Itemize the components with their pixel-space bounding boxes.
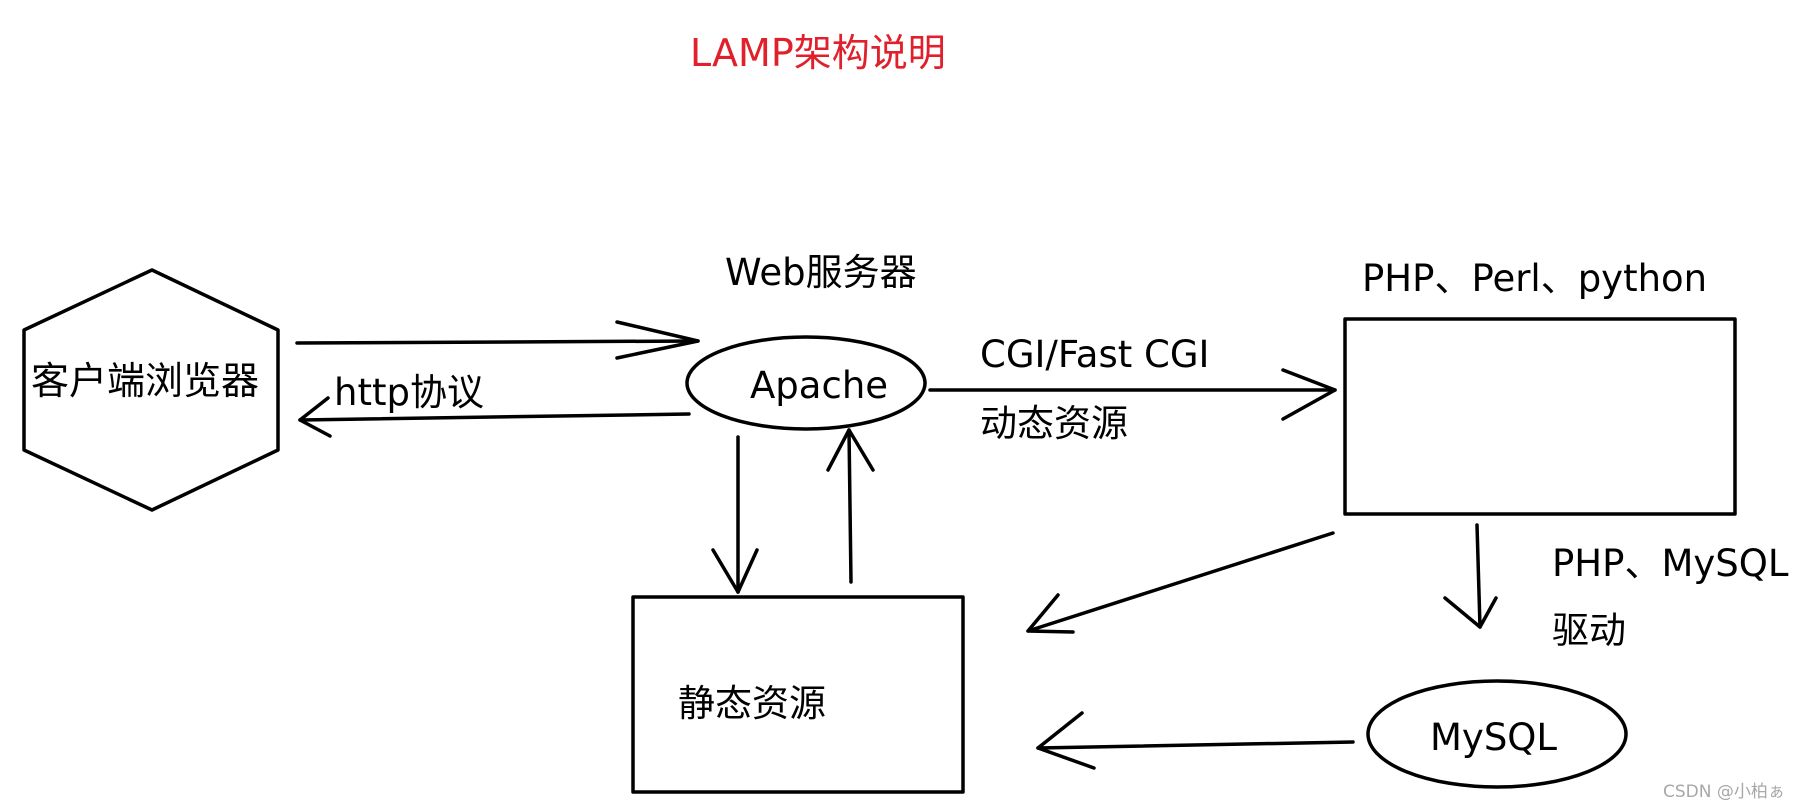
arrowhead-browser-to-apache xyxy=(615,320,700,360)
static-resources-label: 静态资源 xyxy=(678,682,826,725)
arrow-apache-to-browser xyxy=(298,412,691,422)
arrowhead-apache-to-browser xyxy=(298,396,332,438)
arrow-static-to-apache xyxy=(847,428,853,584)
web-server-label: Web服务器 xyxy=(725,251,917,294)
arrowhead-apache-to-languages xyxy=(1281,368,1337,421)
arrowhead-languages-to-mysql xyxy=(1443,596,1498,629)
arrow-mysql-to-static xyxy=(1036,740,1355,750)
dynamic-resources-label: 动态资源 xyxy=(980,402,1128,445)
mysql-label: MySQL xyxy=(1430,716,1558,759)
driver-label-line2: 驱动 xyxy=(1552,609,1626,652)
diagram-title: LAMP架构说明 xyxy=(690,31,946,75)
languages-label: PHP、Perl、python xyxy=(1362,257,1708,300)
http-protocol-label: http协议 xyxy=(334,371,484,414)
cgi-label: CGI/Fast CGI xyxy=(980,333,1210,376)
arrowhead-mysql-to-static xyxy=(1036,711,1096,770)
arrowhead-static-to-apache xyxy=(826,428,875,472)
watermark: CSDN @小柏ぁ xyxy=(1663,782,1785,802)
driver-label-line1: PHP、MySQL xyxy=(1552,542,1789,585)
arrow-languages-to-static xyxy=(1026,531,1335,633)
browser-hexagon xyxy=(22,268,280,512)
arrow-languages-to-mysql xyxy=(1475,523,1482,629)
apache-ellipse xyxy=(685,335,927,431)
mysql-ellipse xyxy=(1366,679,1628,789)
languages-box xyxy=(1343,317,1737,516)
arrowhead-languages-to-static xyxy=(1026,593,1075,634)
arrow-browser-to-apache xyxy=(295,339,700,345)
browser-label: 客户端浏览器 xyxy=(31,359,260,403)
apache-label: Apache xyxy=(750,364,889,407)
static-resources-box xyxy=(631,595,965,794)
arrowhead-apache-to-static xyxy=(711,548,759,594)
